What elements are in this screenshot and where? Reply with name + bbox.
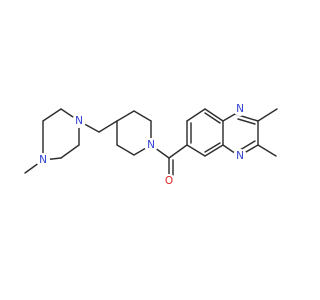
atom-label-layer: N N N O N N [36,102,247,188]
molecule-diagram: N N N O N N [24,102,278,188]
bond [168,144,188,159]
bond [237,118,256,125]
atom-n-quinoxaline-top: N [233,102,247,116]
atom-label-background [36,153,50,167]
bond [204,112,221,124]
bond [204,144,224,157]
bond [133,110,152,122]
bond [257,108,278,122]
atom-n-methylpiperazine: N [36,153,50,167]
atom-n-piperazine-ch2: N [72,114,86,128]
bond-layer [24,108,278,182]
bond [204,108,224,122]
atom-n-quinoxaline-bottom: N [233,149,247,163]
bond [204,142,221,153]
bond [239,140,256,151]
molecule-structure-canvas: N N N O N N [24,102,278,188]
bond [60,144,80,159]
atom-label-o: O [165,175,173,187]
bond [186,144,206,157]
atom-label-n: N [236,150,244,162]
bond [42,108,62,122]
atom-label-background [72,114,86,128]
bond [257,144,277,157]
atom-label-background [233,102,247,116]
bond [222,113,236,122]
atom-label-background [233,149,247,163]
bond [116,110,135,122]
atom-label-n: N [147,139,155,151]
bond [186,108,206,122]
atom-label-background [144,138,158,152]
atom-label-n: N [236,103,244,115]
atom-label-background [162,174,176,188]
atom-o-carbonyl: O [162,174,176,188]
atom-n-piperidine: N [144,138,158,152]
atom-label-n: N [75,115,83,127]
bond [98,120,118,133]
bond [116,144,135,156]
atom-label-n: N [39,154,47,166]
